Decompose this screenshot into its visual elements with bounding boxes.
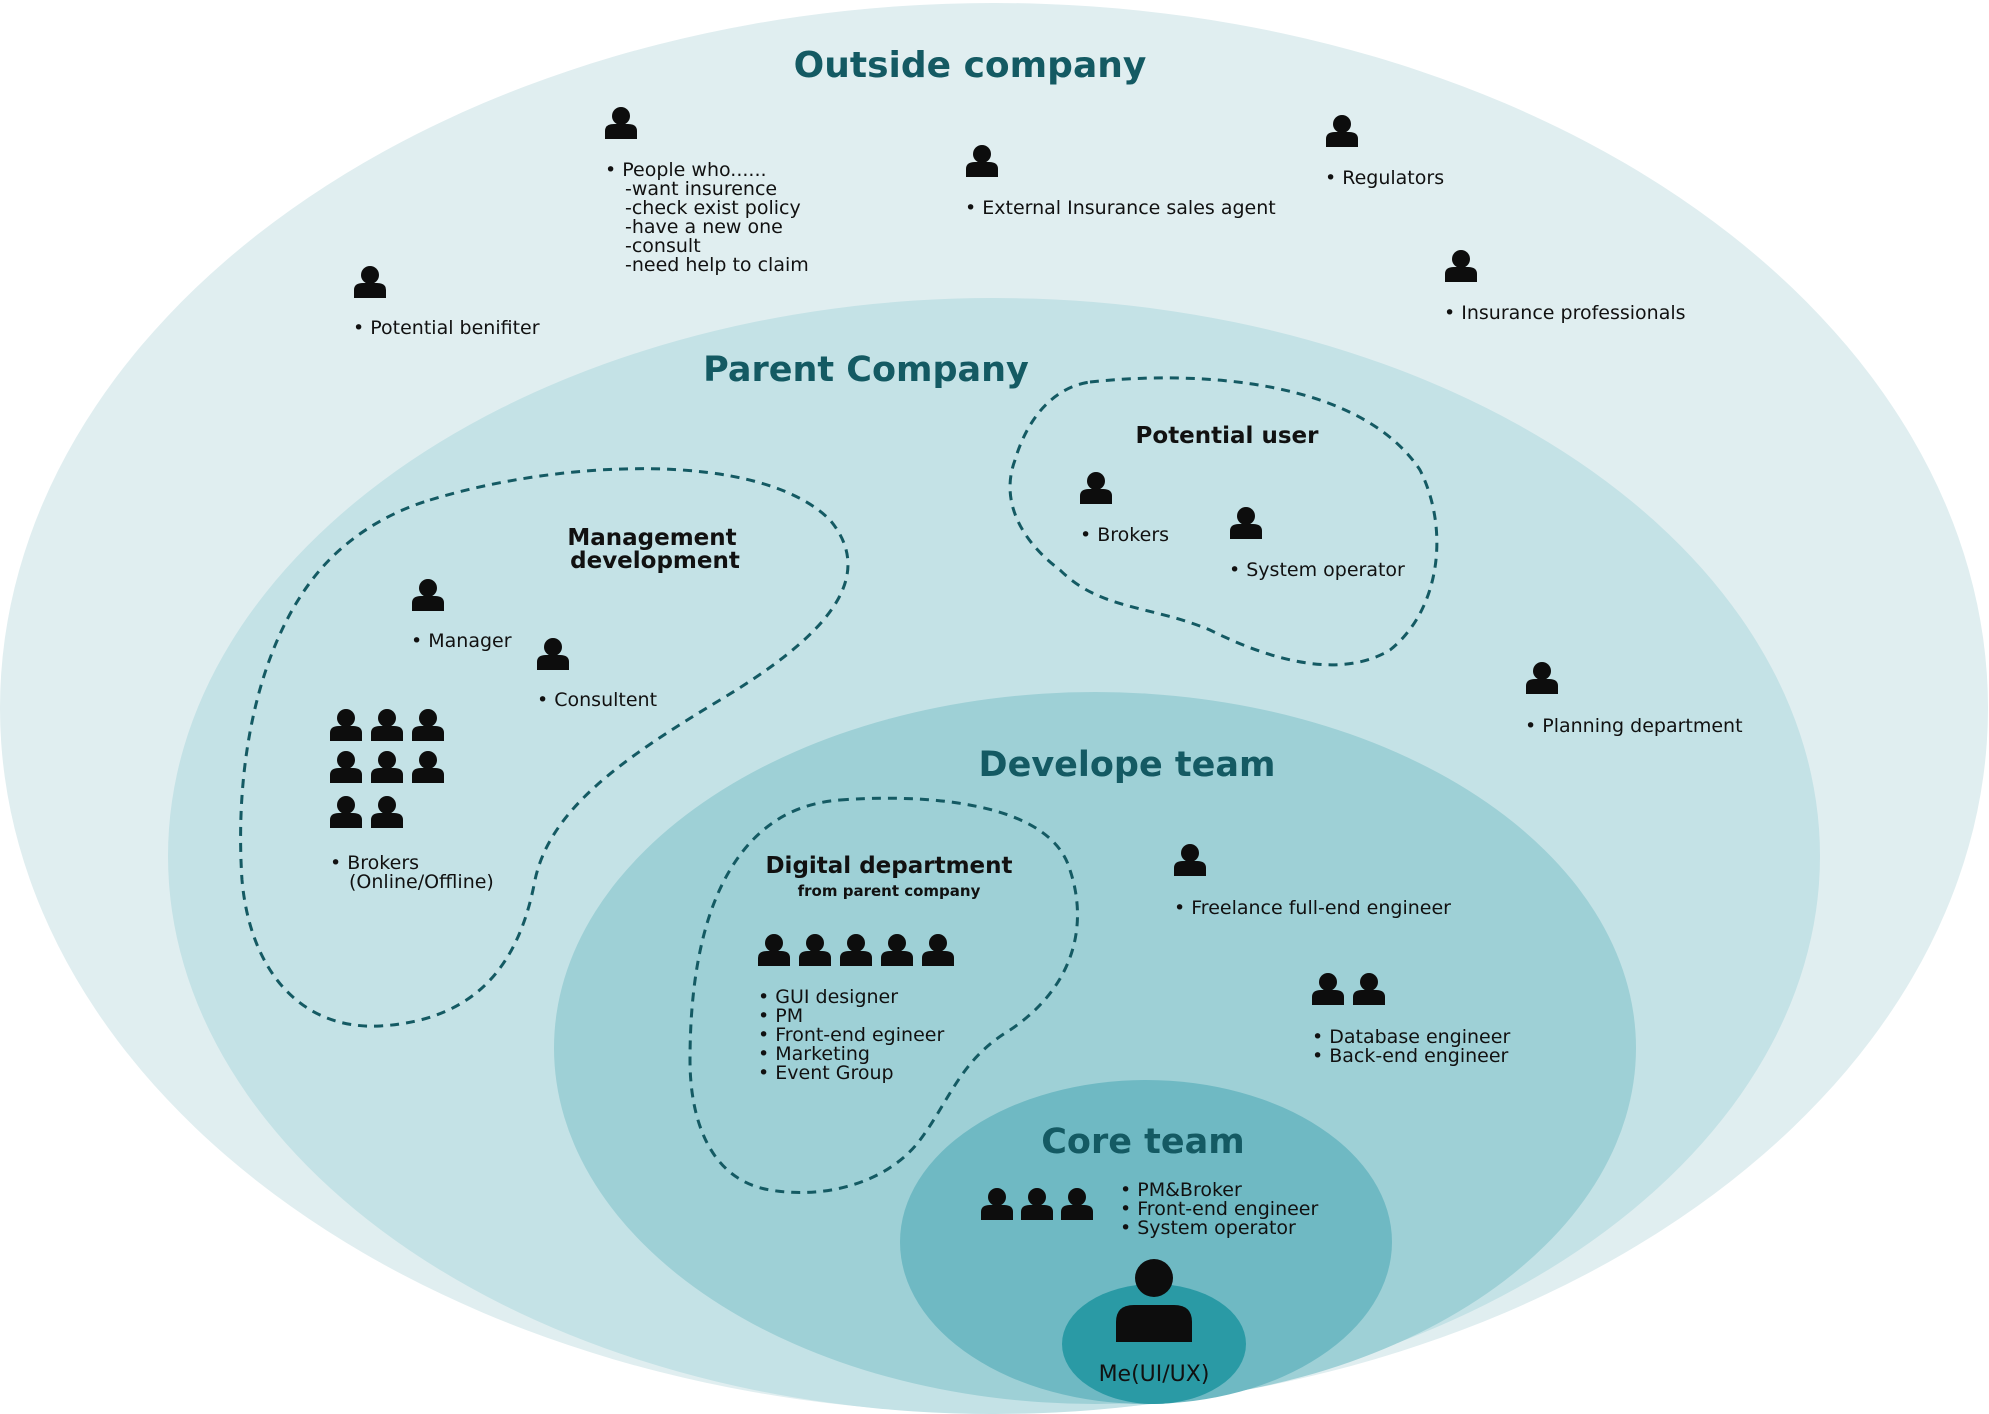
core-team-ring (900, 1080, 1392, 1404)
digital-role-label: • PM (758, 1005, 803, 1027)
freelance-engineer-label: • Freelance full-end engineer (1174, 897, 1451, 919)
management-title-line: Management (567, 525, 736, 551)
core-role-label: • System operator (1120, 1217, 1296, 1239)
people-who-line: -have a new one (625, 216, 783, 238)
engineer-role-label: • Back-end engineer (1312, 1045, 1509, 1067)
core-team-title: Core team (1041, 1122, 1244, 1162)
system-operator-label: • System operator (1229, 559, 1405, 581)
engineer-role-label: • Database engineer (1312, 1026, 1510, 1048)
me-person-icon (1116, 1259, 1192, 1342)
parent-company-title: Parent Company (703, 350, 1029, 390)
digital-role-label: • Marketing (758, 1043, 870, 1065)
external-agent-label: • External Insurance sales agent (965, 197, 1276, 219)
core-role-label: • Front-end engineer (1120, 1198, 1318, 1220)
develope-team-title: Develope team (979, 745, 1276, 785)
insurance-professionals-label: • Insurance professionals (1444, 302, 1686, 324)
manager-label: • Manager (411, 630, 512, 652)
planning-department-label: • Planning department (1525, 715, 1743, 737)
people-who-line: -check exist policy (625, 197, 801, 219)
potential-user-title: Potential user (1136, 423, 1320, 449)
brokers-online-offline-label: • Brokers (330, 852, 419, 874)
people-who-line: -need help to claim (625, 254, 809, 276)
digital-role-label: • Front-end egineer (758, 1024, 944, 1046)
consultent-label: • Consultent (537, 689, 657, 711)
digital-role-label: • Event Group (758, 1062, 894, 1084)
people-who-bullet: • People who...... (605, 159, 767, 181)
outside-company-title: Outside company (794, 45, 1147, 86)
digital-department-subtitle: from parent company (798, 882, 981, 900)
people-who-line: -consult (625, 235, 701, 257)
potential-brokers-label: • Brokers (1080, 524, 1169, 546)
potential-benefiter-label: • Potential benifiter (353, 317, 540, 339)
regulators-label: • Regulators (1325, 167, 1444, 189)
digital-department-title: Digital department (765, 853, 1012, 879)
brokers-online-offline-line: (Online/Offline) (349, 871, 494, 893)
core-team-icon-group (981, 1188, 1093, 1220)
me-ring (1062, 1284, 1246, 1404)
core-role-label: • PM&Broker (1120, 1179, 1242, 1201)
digital-role-label: • GUI designer (758, 986, 898, 1008)
management-group-outline (239, 467, 850, 1028)
me-label: Me(UI/UX) (1099, 1362, 1210, 1387)
people-who-line: -want insurence (625, 178, 777, 200)
management-title-line: development (570, 548, 740, 574)
